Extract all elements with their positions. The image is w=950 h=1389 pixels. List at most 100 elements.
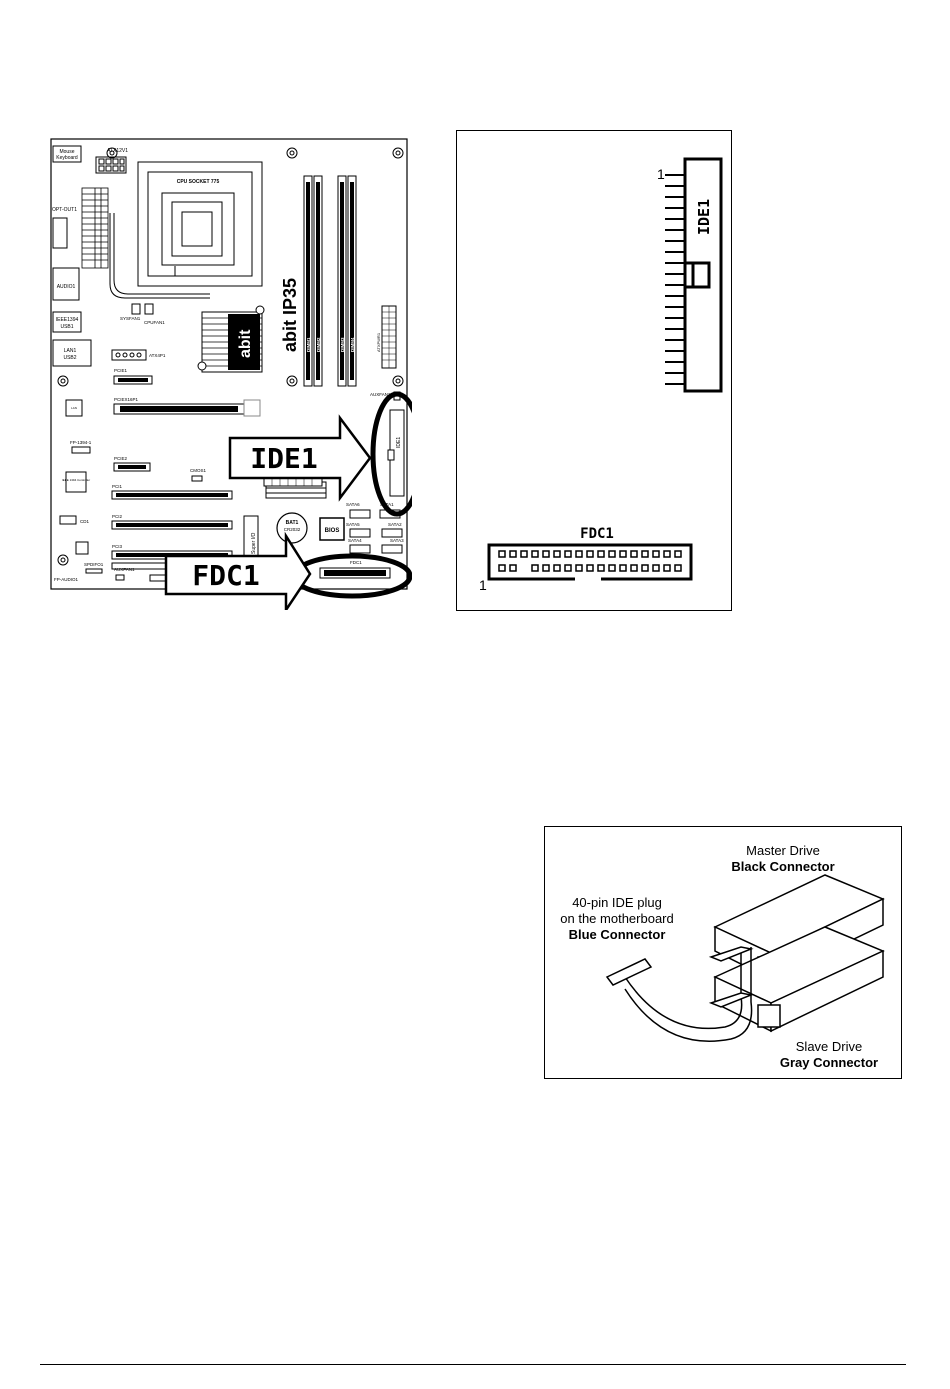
sata5-port [349,528,371,538]
master-plug [708,946,754,962]
dimm-slots [303,175,357,387]
bat-label: BAT1 [286,520,299,526]
cpu-socket [137,161,263,287]
pcie2-label: PCIE2 [114,456,128,461]
slave-plug [708,992,754,1008]
auxfan2-label: AUXFAN2 [370,392,391,397]
cr2032-label: CR2032 [284,527,301,532]
super-io-label: Super I/O [251,532,257,554]
cmos-label: CMOS1 [190,468,207,473]
atx12v-label: ATX12V1 [107,148,128,154]
board-brand: abit IP35 [280,278,300,352]
battery [276,512,308,544]
ide-callout-arrow [228,414,372,502]
keyboard-label: Keyboard [56,155,78,161]
dimm1-label: DIMM1 [306,337,311,352]
cmos-jumper [191,475,203,482]
pcie1-label: PCIE1 [114,368,128,373]
cpufan-label: CPUFAN1 [144,320,165,325]
pci2-slot-fill [116,523,228,527]
motherboard-svg: Mouse Keyboard ATX12V1 CPU SOCKET 775 OP… [50,138,424,615]
sata2-label: SATA2 [388,522,402,527]
motherboard-plug [605,958,653,986]
ide-connector-label: IDE1 [695,199,713,235]
fdc-pins-bottom [498,564,682,572]
ide-callout-label: IDE1 [250,442,317,475]
pcie2-slot [113,462,151,472]
connector-pinout-diagram: 1 IDE1 FDC1 1 [456,130,732,611]
bios-label: BIOS [325,528,340,534]
pcie16-label: PCIEX16P1 [114,397,139,402]
usb-header-pins [271,478,313,486]
atxpwr-label: ATXPWR1 [376,332,381,352]
pinout-svg: 1 IDE1 FDC1 1 [479,157,723,593]
dimm2-label: DIMM2 [316,337,321,352]
auxfan1-label: AUXFAN1 [114,567,135,572]
dimm3-label: DIMM3 [340,337,345,352]
lan-usb-label-2: USB2 [63,355,76,361]
chipset-heatsink [197,305,265,373]
bios-chip [319,517,345,541]
heatpipe-inner [113,213,210,295]
audio-chip [75,541,89,555]
master-drive-label: Master Drive [746,843,820,858]
ide-pins [665,174,685,385]
lan-usb-label-1: LAN1 [64,348,77,354]
pcie1-slot-fill [118,378,148,382]
fdc-connector [487,543,693,581]
atx-power-pins [382,306,396,368]
plug-label-1: 40-pin IDE plug [572,895,662,910]
fp-audio-label: FP-AUDIO1 [54,577,79,582]
ps2-port [52,145,82,163]
fdc-pins-top [498,550,682,558]
ide-board-label: IDE1 [396,437,402,448]
lan-chip [65,399,83,417]
sysfan-label: SYSFAN1 [120,316,141,321]
fdc-connector-board [319,567,391,579]
lan-chip-label: LAN [71,406,77,410]
plug-label-2: on the motherboard [560,911,673,926]
sata5-label: SATA5 [346,522,360,527]
sata4-label: SATA4 [348,538,362,543]
audio-port [52,267,80,301]
mouse-label: Mouse [59,149,74,155]
pci1-slot-fill [116,493,228,497]
ieee-chip-label: IEEE 1394 Controller [62,478,90,482]
mounting-holes [57,147,404,566]
fdc-connector-label: FDC1 [580,526,614,542]
sata6-label: SATA6 [346,502,360,507]
audio-label: AUDIO1 [57,284,76,290]
sata2-port [381,528,403,538]
fp1394-header [71,446,91,454]
slave-drive [713,926,885,1033]
sata6-port [349,509,371,519]
fdc-connector-fill [324,570,386,576]
motherboard-layout-diagram: Mouse Keyboard ATX12V1 CPU SOCKET 775 OP… [50,138,424,615]
atx12v-connector [95,156,127,174]
ieee-usb-port [52,311,82,333]
spdif-label: SPDIFO1 [84,562,104,567]
cable-svg: Master Drive Black Connector 40-pin IDE … [560,843,885,1070]
pcie16-latch [243,399,261,417]
opt-out-port [52,217,68,249]
slave-drive-label: Slave Drive [796,1039,862,1054]
fdc-pin-one: 1 [479,577,487,593]
plug-label-3: Blue Connector [569,927,666,942]
ribbon-cable [624,947,753,1042]
heatsink-logo: abit [237,329,254,358]
cpufan-header [144,303,154,315]
ide-connector-key [387,449,395,461]
pci1-label: PCI1 [112,484,123,489]
pcie16-slot-fill [120,406,238,412]
ide-connector [683,157,723,393]
cpu-socket-label: CPU SOCKET 775 [177,179,220,185]
sata3-label: SATA3 [390,538,404,543]
ide-pin-one: 1 [657,166,665,182]
sata4-port [349,544,371,554]
footer-rule [40,1364,906,1365]
ide-cable-diagram: Master Drive Black Connector 40-pin IDE … [544,826,902,1079]
vrm-heatsink [81,187,109,269]
pci2-label: PCI2 [112,514,123,519]
opt-out-label: OPT-OUT1 [52,207,77,213]
pci1-slot [111,490,233,500]
